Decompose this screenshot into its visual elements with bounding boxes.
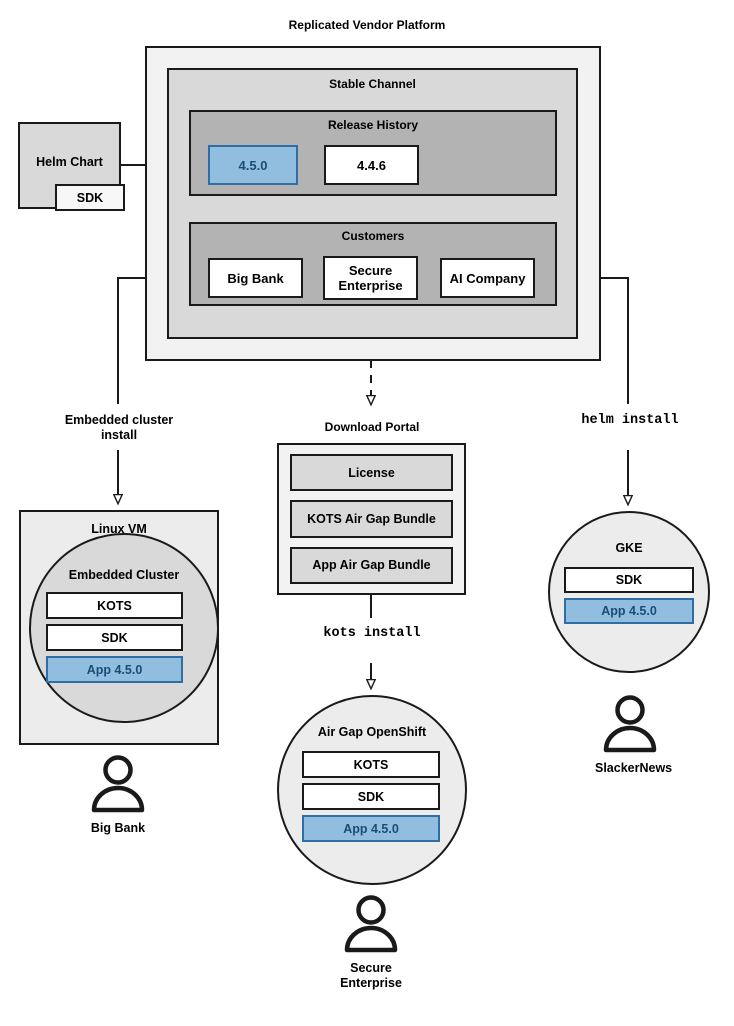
edge-label-helm-install: helm install (581, 413, 679, 428)
stack-layer-app: App 4.5.0 (46, 656, 183, 683)
linux-vm-label: Linux VM (91, 522, 147, 536)
page-title: Replicated Vendor Platform (288, 18, 446, 32)
edge-label-kots-install: kots install (323, 626, 421, 641)
helm-chart-sdk-box: SDK (55, 184, 125, 211)
openshift-stack: KOTS SDK App 4.5.0 (302, 751, 440, 842)
actor-label: Secure Enterprise (340, 961, 402, 990)
stack-layer-sdk: SDK (46, 624, 183, 651)
person-icon (91, 755, 145, 813)
customer-chip-secure-enterprise[interactable]: Secure Enterprise (323, 256, 418, 300)
download-portal-item-license[interactable]: License (290, 454, 453, 492)
stack-layer-app: App 4.5.0 (302, 815, 440, 842)
download-portal-item-app-air-gap-bundle[interactable]: App Air Gap Bundle (290, 546, 453, 584)
download-portal-item-kots-air-gap-bundle[interactable]: KOTS Air Gap Bundle (290, 500, 453, 538)
helm-chart-label: Helm Chart (36, 155, 103, 169)
download-portal-node[interactable]: License KOTS Air Gap Bundle App Air Gap … (277, 443, 466, 595)
customer-chip-ai-company[interactable]: AI Company (440, 258, 535, 298)
stack-layer-app: App 4.5.0 (564, 598, 694, 624)
actor-slackernews: SlackerNews (595, 695, 673, 776)
air-gap-openshift-label: Air Gap OpenShift (317, 725, 427, 739)
stack-layer-sdk: SDK (564, 567, 694, 593)
release-chip-4-5-0[interactable]: 4.5.0 (208, 145, 298, 185)
actor-big-bank: Big Bank (83, 755, 153, 836)
actor-label: SlackerNews (595, 761, 673, 775)
customers-label: Customers (341, 229, 405, 243)
actor-label: Big Bank (90, 821, 146, 835)
stack-layer-kots: KOTS (46, 592, 183, 619)
stack-layer-sdk: SDK (302, 783, 440, 810)
person-icon (344, 895, 398, 953)
download-portal-title: Download Portal (324, 420, 420, 434)
stable-channel-label: Stable Channel (329, 77, 416, 91)
embedded-cluster-stack: KOTS SDK App 4.5.0 (46, 592, 183, 683)
release-chip-4-4-6[interactable]: 4.4.6 (324, 145, 419, 185)
actor-secure-enterprise: Secure Enterprise (336, 895, 406, 991)
helm-chart-node[interactable]: Helm Chart SDK (18, 122, 125, 211)
gke-stack: SDK App 4.5.0 (564, 567, 694, 624)
embedded-cluster-label: Embedded Cluster (68, 568, 180, 582)
customer-chip-big-bank[interactable]: Big Bank (208, 258, 303, 298)
person-icon (603, 695, 657, 753)
gke-label: GKE (615, 541, 643, 555)
edge-label-embedded-cluster-install: Embedded cluster install (64, 413, 174, 442)
stack-layer-kots: KOTS (302, 751, 440, 778)
release-history-label: Release History (327, 118, 419, 132)
